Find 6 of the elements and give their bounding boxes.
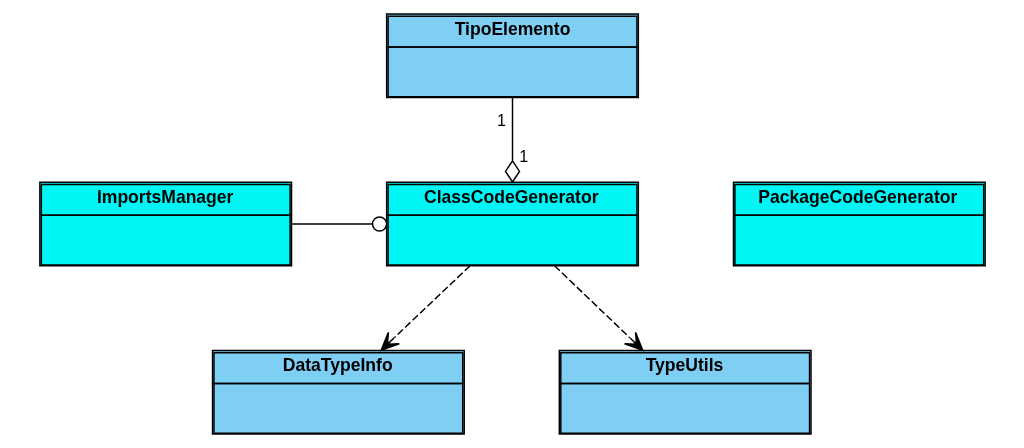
connector [290,216,387,232]
label: 1 [496,110,506,129]
arrow [379,265,471,351]
label: 1 [518,147,528,166]
arrow [553,265,643,351]
connector [504,96,520,184]
